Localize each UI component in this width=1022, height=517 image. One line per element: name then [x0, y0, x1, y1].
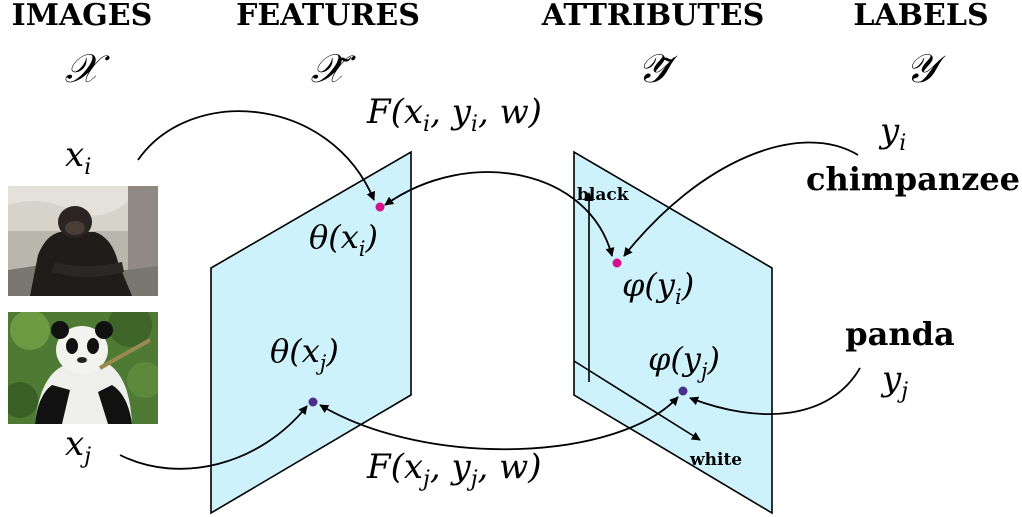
y-j-label: yj: [880, 359, 908, 404]
phi-y-j-point: [678, 386, 688, 396]
theta-x-j-label: θ(xj): [270, 332, 339, 375]
compatibility-F-j-label: F(xj, yj, w): [366, 447, 542, 492]
image-to-feature-i-arrow: [137, 110, 376, 201]
phi-y-j-label: φ(yj): [648, 340, 720, 383]
label-to-attribute-j-arrow: [689, 367, 861, 415]
label-to-attribute-i-arrow: [623, 141, 859, 257]
theta-x-i-point: [375, 202, 385, 212]
compatibility-i-arrow: [384, 171, 615, 257]
theta-x-j-point: [308, 397, 318, 407]
phi-y-i-point: [612, 258, 622, 268]
header-features: FEATURES: [236, 0, 420, 33]
theta-x-i-label: θ(xi): [309, 218, 378, 261]
attribute-space-plane: [573, 150, 773, 515]
label-chimpanzee: chimpanzee: [806, 160, 1020, 198]
attribute-white-label: white: [689, 450, 742, 470]
symbol-images-space: 𝒳: [65, 46, 111, 92]
chimpanzee-image: [8, 186, 158, 296]
symbol-attributes-space: 𝒴̃: [637, 46, 678, 92]
label-panda: panda: [845, 315, 954, 353]
feature-space-plane: [210, 150, 412, 515]
header-images: IMAGES: [12, 0, 153, 33]
y-i-label: yi: [878, 111, 906, 156]
image-to-feature-j-arrow: [119, 405, 308, 470]
phi-y-i-label: φ(yi): [622, 266, 694, 309]
symbol-labels-space: 𝒴: [905, 46, 946, 92]
symbol-features-space: 𝒳̃: [311, 46, 357, 92]
panda-image: [8, 312, 158, 424]
header-attributes: ATTRIBUTES: [541, 0, 765, 33]
compatibility-j-arrow: [319, 396, 679, 451]
compatibility-F-i-label: F(xi, yi, w): [366, 92, 542, 137]
x-j-label: xj: [65, 424, 91, 469]
x-i-label: xi: [65, 135, 91, 180]
header-labels: LABELS: [853, 0, 988, 33]
attribute-black-label: black: [577, 185, 630, 205]
